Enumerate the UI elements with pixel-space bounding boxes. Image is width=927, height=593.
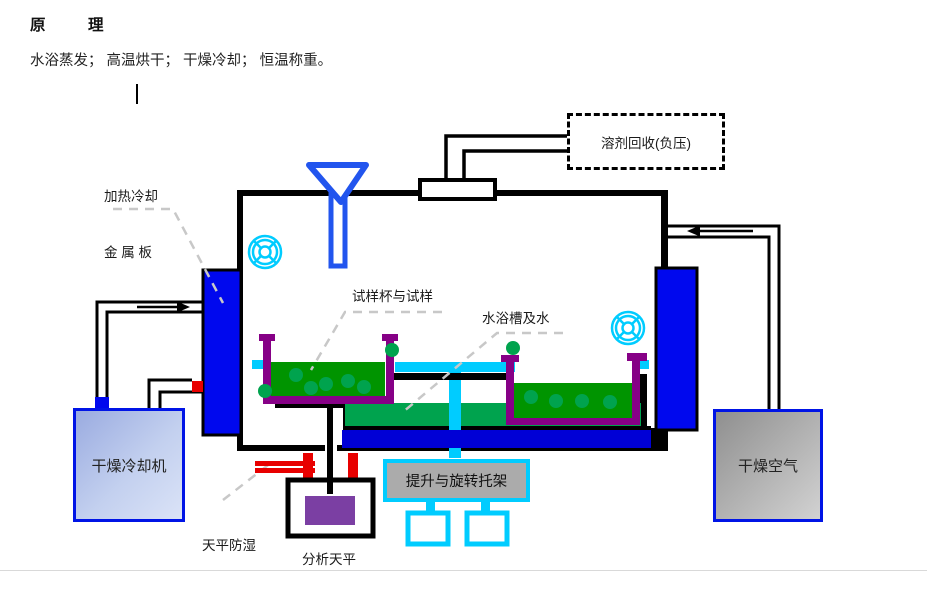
label-water-bath: 水浴槽及水 [482, 311, 550, 326]
label-analytical-balance: 分析天平 [302, 552, 356, 567]
solvent-recovery-box: 溶剂回收(负压) [567, 113, 725, 170]
page-title-char1: 原 [30, 17, 46, 34]
label-heating-plate: 加热冷却 金 属 板 [104, 189, 158, 260]
lift-rotate-label: 提升与旋转托架 [405, 474, 508, 490]
dry-air-label: 干燥空气 [737, 458, 798, 475]
page-divider [0, 570, 927, 571]
solvent-recovery-label: 溶剂回收(负压) [601, 135, 691, 151]
text-cursor[interactable] [136, 84, 138, 104]
left-air-duct [95, 300, 203, 411]
bath-base-plate [342, 430, 651, 448]
right-air-duct [668, 224, 781, 409]
flow-arrow-right-icon [137, 301, 190, 313]
hanger-ball [385, 343, 399, 357]
fan-icon-right [610, 310, 646, 346]
page-subtitle: 水浴蒸发； 高温烘干； 干燥冷却； 恒温称重。 [30, 53, 333, 69]
duct-connector-red [192, 381, 203, 392]
page-title-char2: 理 [88, 17, 104, 34]
exhaust-vent [418, 134, 567, 201]
funnel-icon [306, 162, 369, 269]
balance-body [305, 496, 355, 525]
heating-cooling-plate-left [201, 268, 243, 437]
dry-air-box: 干燥空气 [713, 409, 823, 522]
fan-icon-left [247, 234, 283, 270]
heating-cooling-plate-right [654, 266, 699, 432]
balance-heater-bars [255, 453, 358, 481]
label-balance-shield: 天平防湿 防热装置 [202, 538, 256, 553]
hanger-ball [258, 384, 272, 398]
label-sample-cup: 试样杯与试样 [352, 289, 433, 304]
balance-rod [327, 406, 333, 494]
flow-arrow-left-icon [687, 225, 753, 237]
hanger-ball [506, 341, 520, 355]
dry-cooler-box: 干燥冷却机 [73, 408, 185, 522]
lift-bracket-feet [405, 500, 510, 547]
lift-rotate-box: 提升与旋转托架 [383, 459, 530, 502]
duct-connector-blue [95, 397, 109, 411]
sample-cup-left [258, 334, 399, 404]
bath-cover-bar [390, 373, 513, 380]
sample-cup-right [501, 341, 647, 425]
dry-cooler-label: 干燥冷却机 [91, 457, 167, 475]
